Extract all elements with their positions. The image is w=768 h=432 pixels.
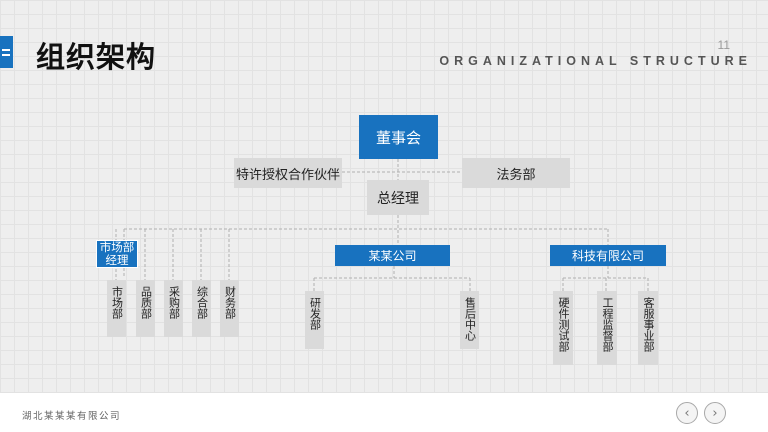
- prev-button[interactable]: ‹: [676, 402, 698, 424]
- dept-general-affairs: 综合部: [192, 280, 211, 337]
- node-market-manager: 市场部 经理: [96, 240, 138, 268]
- dept-hardware-testing: 硬件测试部: [553, 291, 573, 365]
- dept-label: 研发部: [308, 297, 322, 330]
- dept-label: 客服事业部: [642, 297, 655, 352]
- page-title: 组织架构: [36, 40, 157, 74]
- dept-rnd: 研发部: [305, 291, 324, 349]
- node-company-b: 科技有限公司: [550, 245, 666, 266]
- dept-label: 综合部: [195, 286, 209, 319]
- chevron-right-icon: ›: [712, 405, 718, 421]
- next-button[interactable]: ›: [704, 402, 726, 424]
- dept-label: 硬件测试部: [557, 297, 570, 352]
- dept-label: 市场部: [110, 286, 124, 319]
- dept-label: 财务部: [223, 286, 237, 319]
- footer-bar: [0, 393, 768, 432]
- dept-customer-service: 客服事业部: [638, 291, 658, 365]
- node-partner: 特许授权合作伙伴: [234, 158, 342, 188]
- menu-icon: [0, 36, 13, 68]
- dept-engineering-supervision: 工程监督部: [597, 291, 617, 365]
- dept-label: 售后中心: [463, 297, 477, 341]
- page-number: 11: [717, 38, 730, 52]
- node-board: 董事会: [359, 115, 438, 159]
- dept-label: 工程监督部: [601, 297, 614, 352]
- node-company-a: 某某公司: [335, 245, 450, 266]
- node-general-manager: 总经理: [367, 180, 429, 215]
- dept-market: 市场部: [107, 280, 126, 337]
- dept-quality: 品质部: [136, 280, 155, 337]
- dept-label: 采购部: [167, 286, 181, 319]
- footer-company: 湖北某某某有限公司: [22, 411, 122, 422]
- chevron-left-icon: ‹: [684, 405, 690, 421]
- dept-after-sales: 售后中心: [460, 291, 479, 349]
- dept-label: 品质部: [139, 286, 153, 319]
- page-subtitle: ORGANIZATIONAL STRUCTURE: [439, 54, 752, 68]
- dept-purchasing: 采购部: [164, 280, 183, 337]
- dept-finance: 财务部: [220, 280, 239, 337]
- node-legal: 法务部: [462, 158, 570, 188]
